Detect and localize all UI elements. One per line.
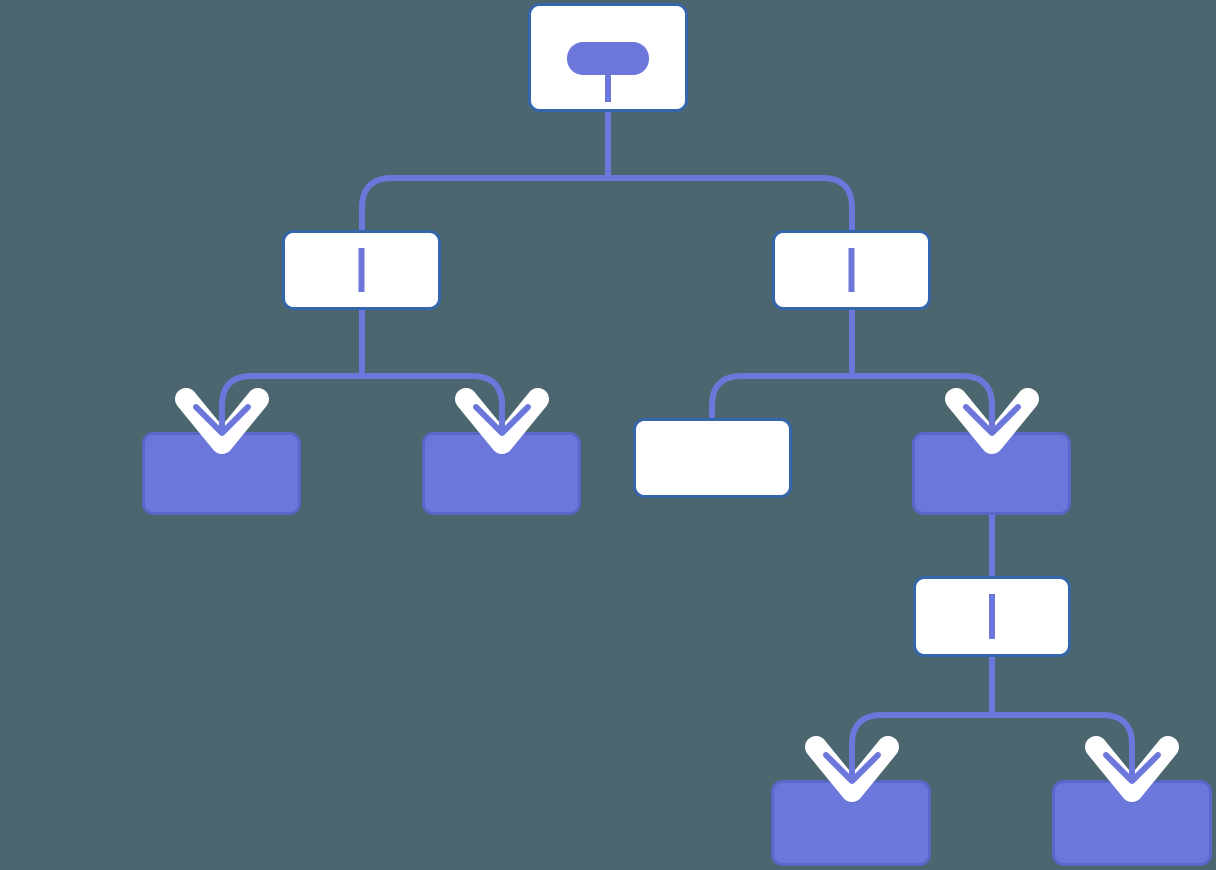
connector-level4-to-leaf-b[interactable]: [992, 712, 1135, 788]
arrowhead-node-d-shaft: [989, 399, 995, 433]
arrowhead-leaf-b-halo: [455, 388, 549, 454]
arrowhead-node-d-halo: [945, 388, 1039, 454]
connector-level2-right-to-node-c[interactable]: [709, 373, 852, 418]
arrowhead-level5-leaf-b: [1085, 736, 1179, 802]
level2-left-node[interactable]: [282, 230, 441, 310]
connector-level4-to-leaf-a[interactable]: [849, 712, 992, 788]
arrowhead-level5-leaf-a-shaft: [849, 747, 855, 781]
arrowhead-leaf-a: [175, 388, 269, 454]
connector-layer: [219, 58, 1135, 788]
level2-right-node-passthrough-bar: [848, 248, 855, 292]
arrowhead-level5-leaf-b-halo: [1085, 736, 1179, 802]
level3-white-node-c[interactable]: [633, 418, 792, 498]
arrowhead-leaf-b-shaft: [499, 399, 505, 433]
level2-right-node[interactable]: [772, 230, 931, 310]
node-layer: [142, 3, 1212, 866]
arrowhead-node-d: [945, 388, 1039, 454]
arrowhead-layer: [175, 388, 1179, 802]
root-node-pill-badge: [567, 42, 649, 75]
root-node[interactable]: [528, 3, 688, 112]
level3-white-node-c-shape: [633, 418, 792, 498]
arrowhead-leaf-b: [455, 388, 549, 454]
arrowhead-level5-leaf-a-halo: [805, 736, 899, 802]
level4-white-node[interactable]: [913, 576, 1071, 657]
connector-root-to-level2-right[interactable]: [608, 175, 855, 310]
arrowhead-leaf-a-shaft: [219, 399, 225, 433]
arrowhead-leaf-a-halo: [175, 388, 269, 454]
level4-white-node-passthrough-bar: [989, 594, 995, 639]
connector-root-to-level2-left[interactable]: [359, 175, 608, 310]
root-node-pill-stem: [605, 75, 611, 102]
level2-left-node-passthrough-bar: [358, 248, 365, 292]
arrowhead-level5-leaf-a: [805, 736, 899, 802]
arrowhead-level5-leaf-b-shaft: [1129, 747, 1135, 781]
